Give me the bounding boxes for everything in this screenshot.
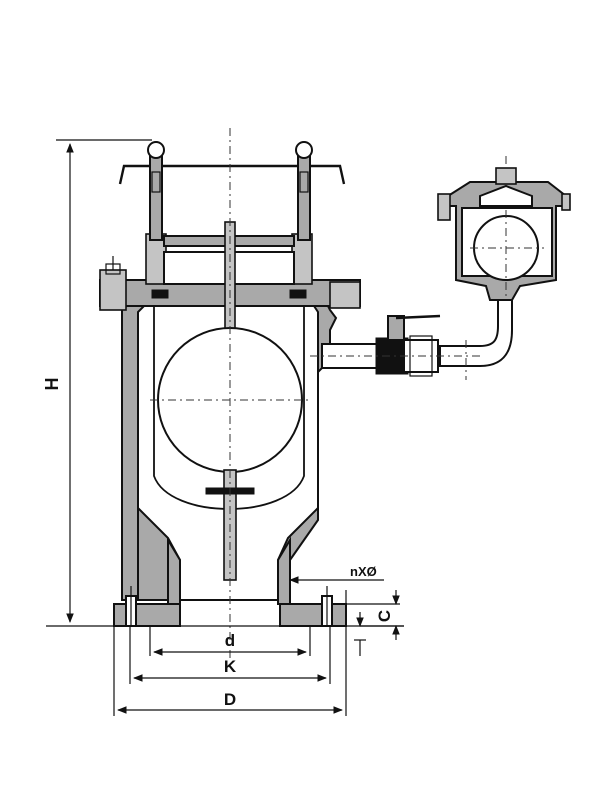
label-d-bore: d	[225, 631, 235, 650]
bottom-flange	[113, 586, 347, 627]
side-pipe-assembly	[321, 156, 571, 380]
label-k: K	[224, 657, 237, 676]
label-nxo: nXØ	[350, 564, 377, 579]
dimension-lines	[46, 139, 404, 716]
label-h: H	[42, 378, 62, 391]
label-d-flange: D	[224, 690, 236, 709]
label-c: C	[375, 610, 394, 622]
